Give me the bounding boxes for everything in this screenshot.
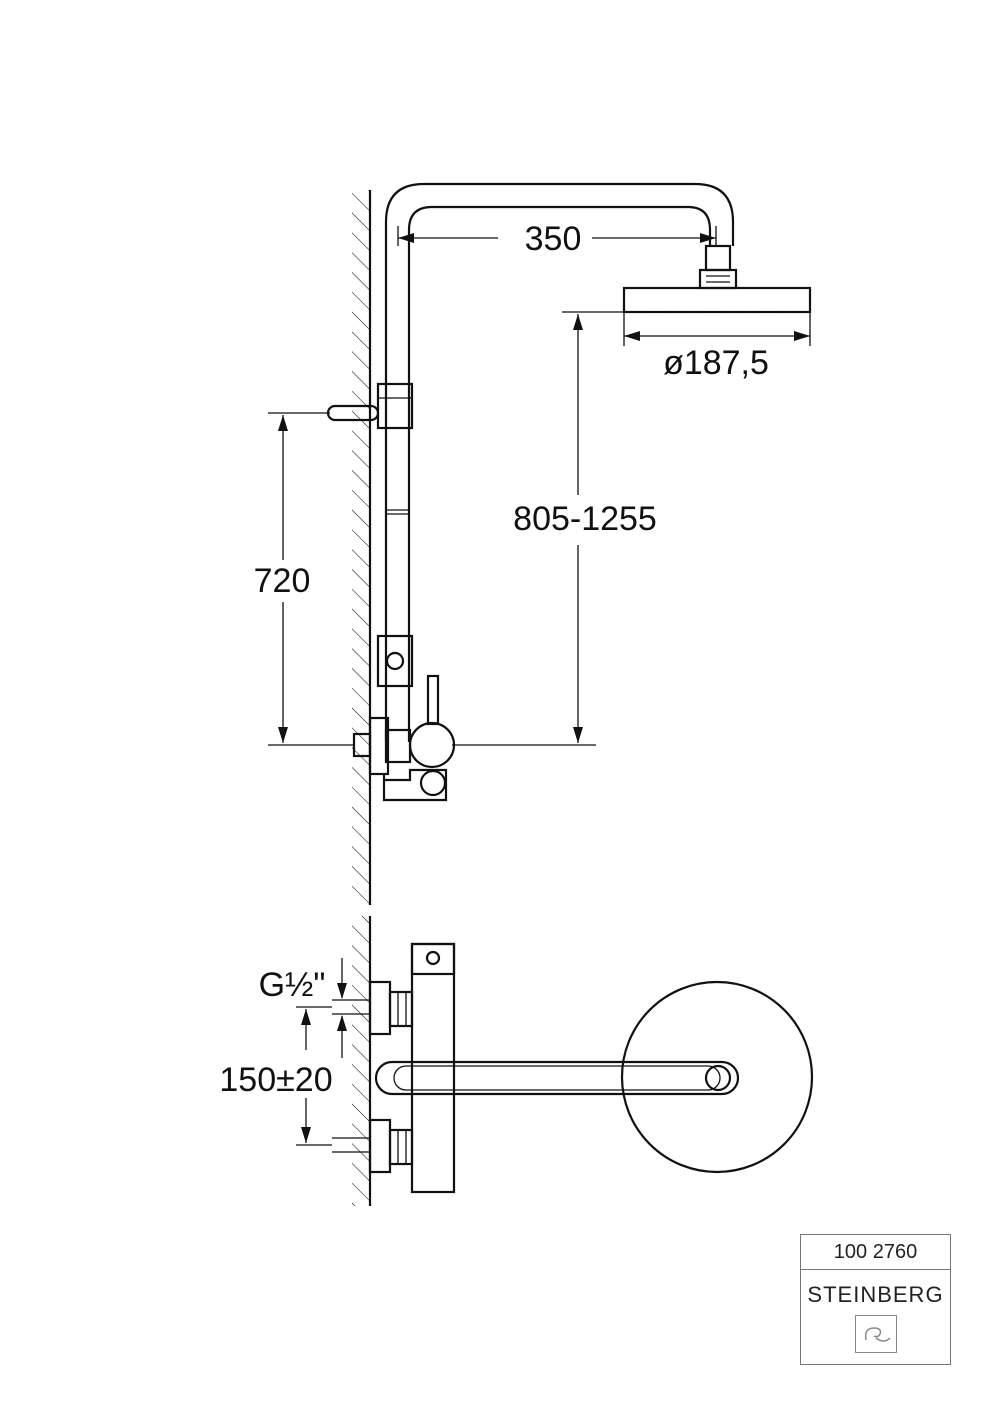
wall-hatch-lower — [352, 916, 372, 1206]
sliding-holder — [376, 634, 414, 688]
dimension-center-distance: 150±20 — [219, 1006, 333, 1146]
center-distance-label: 150±20 — [219, 1061, 332, 1099]
dimension-head-diameter: ø187,5 — [623, 312, 811, 382]
dimension-adjustable-height: 805-1255 — [452, 311, 657, 746]
dimension-bracket-height: 720 — [254, 412, 354, 746]
arm-length-label: 350 — [525, 220, 582, 258]
wall-hatch-upper — [352, 190, 372, 905]
head-diameter-label: ø187,5 — [663, 344, 769, 382]
adjustable-height-label: 805-1255 — [513, 500, 657, 538]
inlet-connector-top — [332, 980, 414, 1036]
title-block: 100 2760 STEINBERG — [800, 1234, 951, 1365]
brand-name: STEINBERG — [807, 1282, 944, 1307]
shower-head — [622, 244, 812, 314]
thermostat-mixer-front — [410, 942, 456, 1194]
inlet-connector-bottom — [332, 1118, 414, 1174]
connection-thread-label: G½" — [259, 966, 326, 1004]
article-number: 100 2760 — [801, 1235, 950, 1270]
lower-riser-pipe-and-head — [374, 980, 814, 1174]
dimension-arm-length: 350 — [397, 220, 717, 258]
dimension-connection-thread: G½" — [259, 958, 347, 1058]
shower-riser-pipe — [384, 182, 735, 742]
bracket-height-label: 720 — [254, 562, 311, 600]
steinberg-logo-icon — [855, 1315, 897, 1353]
